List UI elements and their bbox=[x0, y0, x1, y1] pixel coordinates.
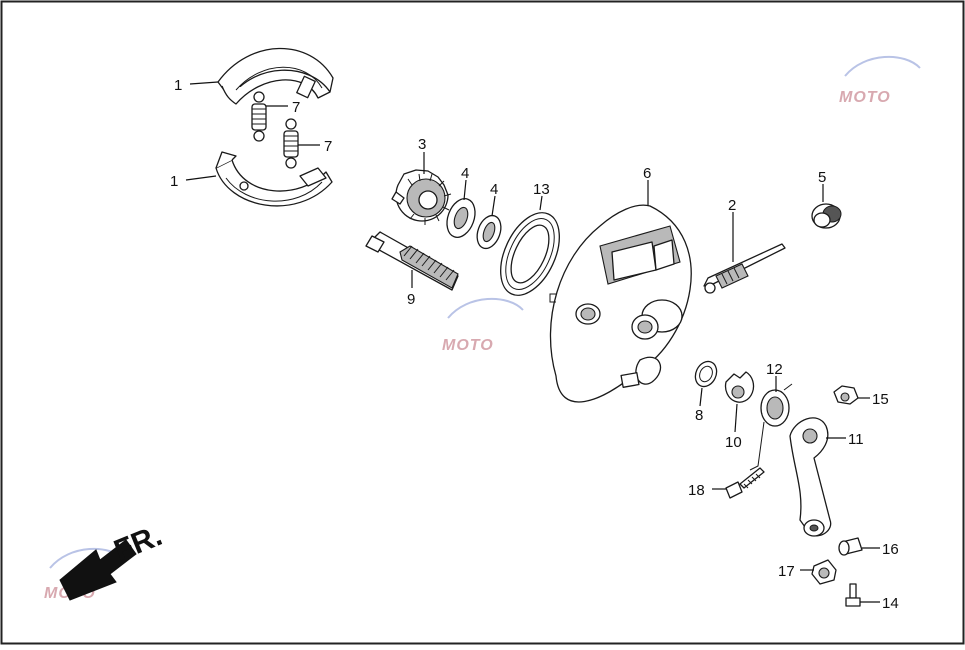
spring-upper bbox=[251, 91, 267, 142]
spring-lower bbox=[283, 118, 299, 169]
washer-b bbox=[476, 214, 502, 250]
callout-15: 15 bbox=[872, 391, 889, 408]
brake-shoe-upper bbox=[217, 47, 334, 105]
callout-8: 8 bbox=[695, 407, 703, 424]
callout-5: 5 bbox=[818, 169, 826, 186]
callout-17: 17 bbox=[778, 563, 795, 580]
svg-text:MOTO: MOTO bbox=[442, 337, 494, 354]
callout-2: 2 bbox=[728, 197, 736, 214]
brake-spindle bbox=[365, 231, 459, 291]
joint-pin bbox=[838, 537, 863, 556]
callout-1: 1 bbox=[174, 77, 182, 94]
brake-arm bbox=[789, 417, 832, 537]
svg-text:MOTO: MOTO bbox=[839, 89, 891, 106]
washer-a bbox=[446, 198, 476, 238]
return-spring bbox=[749, 383, 793, 471]
speedometer-pinion bbox=[703, 243, 786, 294]
callout-18: 18 bbox=[688, 482, 705, 499]
callout-7: 7 bbox=[292, 99, 300, 116]
callout-labels: 1 1 7 7 3 4 4 13 6 2 5 9 12 15 8 10 11 1… bbox=[170, 77, 899, 612]
wear-indicator-plate bbox=[724, 371, 755, 403]
callout-3: 3 bbox=[418, 136, 426, 153]
callout-7: 7 bbox=[324, 138, 332, 155]
o-ring bbox=[694, 360, 718, 388]
callout-11: 11 bbox=[848, 431, 864, 448]
callout-16: 16 bbox=[882, 541, 899, 558]
bushing bbox=[811, 203, 842, 229]
callout-13: 13 bbox=[533, 181, 550, 198]
arrow-front-icon bbox=[59, 539, 137, 601]
callout-10: 10 bbox=[725, 434, 742, 451]
callout-9: 9 bbox=[407, 291, 415, 308]
moto-watermark-icon: MOTO bbox=[442, 297, 524, 354]
drive-gear bbox=[391, 169, 452, 225]
callout-4: 4 bbox=[490, 181, 498, 198]
leader-lines bbox=[185, 81, 880, 603]
hex-nut bbox=[833, 385, 859, 405]
brake-shoe-lower bbox=[215, 151, 333, 207]
moto-watermark-icon: MOTO bbox=[839, 55, 921, 106]
flange-bolt bbox=[725, 467, 765, 499]
callout-1: 1 bbox=[170, 173, 178, 190]
callout-12: 12 bbox=[766, 361, 783, 378]
oil-seal bbox=[500, 212, 560, 296]
callout-14: 14 bbox=[882, 595, 899, 612]
callout-6: 6 bbox=[643, 165, 651, 182]
adjusting-nut bbox=[811, 559, 837, 585]
small-bolt bbox=[845, 583, 861, 607]
brake-panel bbox=[549, 204, 692, 403]
callout-4: 4 bbox=[461, 165, 469, 182]
